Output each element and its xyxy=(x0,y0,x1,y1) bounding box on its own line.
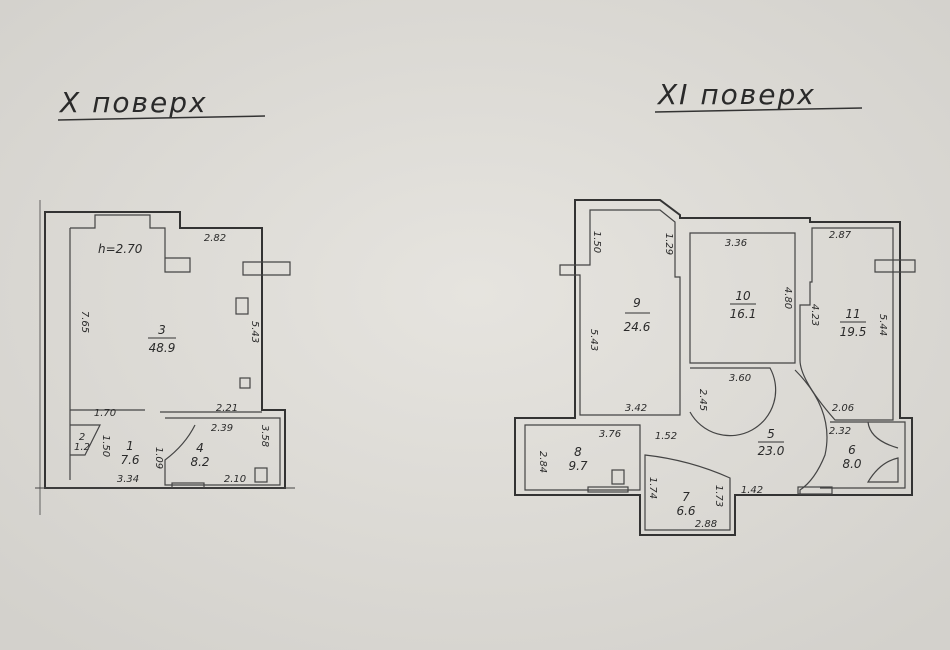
dimension-label: 3.42 xyxy=(625,403,647,414)
dimension-label: 1.52 xyxy=(655,431,677,442)
room-area: 6.6 xyxy=(676,504,695,518)
room-area: 1.2 xyxy=(74,442,90,453)
dimension-label: 5.43 xyxy=(588,329,599,351)
dimension-label: 2.10 xyxy=(224,474,246,485)
ceiling-height-note: h=2.70 xyxy=(98,242,143,256)
room-area: 23.0 xyxy=(758,444,785,458)
dimension-label: 2.39 xyxy=(211,423,233,434)
floor-xi-plan: 9 24.6 10 16.1 11 19.5 5 23.0 8 9.7 7 6.… xyxy=(514,199,916,536)
dimension-label: 7.65 xyxy=(79,311,90,333)
room-number: 5 xyxy=(767,427,775,441)
room-number: 2 xyxy=(79,432,85,443)
room-number: 6 xyxy=(848,443,856,457)
dimension-label: 2.84 xyxy=(537,451,548,473)
dimension-label: 3.36 xyxy=(725,238,747,249)
room-area: 19.5 xyxy=(840,325,867,339)
dimension-label: 5.43 xyxy=(249,321,260,343)
room-number: 11 xyxy=(845,307,860,321)
floor-x-title-text: X поверх xyxy=(58,86,208,119)
dimension-label: 2.32 xyxy=(829,426,851,437)
room-area: 9.7 xyxy=(568,459,587,473)
dimension-label: 2.06 xyxy=(832,403,854,414)
room-area: 24.6 xyxy=(624,320,651,334)
room-number: 10 xyxy=(735,289,751,303)
floor-x-plan: h=2.70 3 48.9 1 7.6 4 8.2 2 1.2 2.82 7.6… xyxy=(35,200,295,515)
floor-x-title: X поверх xyxy=(57,86,266,121)
dimension-label: 1.09 xyxy=(153,447,164,469)
dimension-label: 2.87 xyxy=(829,230,852,241)
room-number: 4 xyxy=(196,441,204,455)
floor-xi-title-text: XI поверх xyxy=(656,78,816,111)
floor-xi-title: XI поверх xyxy=(654,78,863,113)
room-number: 9 xyxy=(633,296,641,310)
dimension-label: 1.70 xyxy=(94,408,116,419)
dimension-label: 3.60 xyxy=(729,373,751,384)
room-number: 3 xyxy=(158,323,166,337)
dimension-label: 1.50 xyxy=(100,435,111,457)
room-number: 1 xyxy=(126,439,134,453)
room-number: 8 xyxy=(574,445,582,459)
dimension-label: 2.88 xyxy=(695,519,717,530)
dimension-label: 4.23 xyxy=(809,304,820,326)
dimension-label: 1.50 xyxy=(591,231,602,253)
dimension-label: 5.44 xyxy=(877,314,888,336)
dimension-label: 1.74 xyxy=(647,477,658,499)
dimension-label: 1.73 xyxy=(713,485,724,507)
dimension-label: 3.34 xyxy=(117,474,139,485)
dimension-label: 3.58 xyxy=(259,425,270,447)
room-area: 7.6 xyxy=(120,453,139,467)
room-area: 8.0 xyxy=(842,457,861,471)
dimension-label: 4.80 xyxy=(782,287,793,309)
room-number: 7 xyxy=(682,490,690,504)
dimension-label: 1.29 xyxy=(663,233,674,255)
room-area: 48.9 xyxy=(149,341,176,355)
dimension-label: 2.82 xyxy=(204,233,226,244)
dimension-label: 2.45 xyxy=(697,389,708,411)
room-area: 16.1 xyxy=(730,307,757,321)
dimension-label: 1.42 xyxy=(741,485,763,496)
room-area: 8.2 xyxy=(190,455,209,469)
dimension-label: 2.21 xyxy=(216,403,238,414)
dimension-label: 3.76 xyxy=(599,429,621,440)
